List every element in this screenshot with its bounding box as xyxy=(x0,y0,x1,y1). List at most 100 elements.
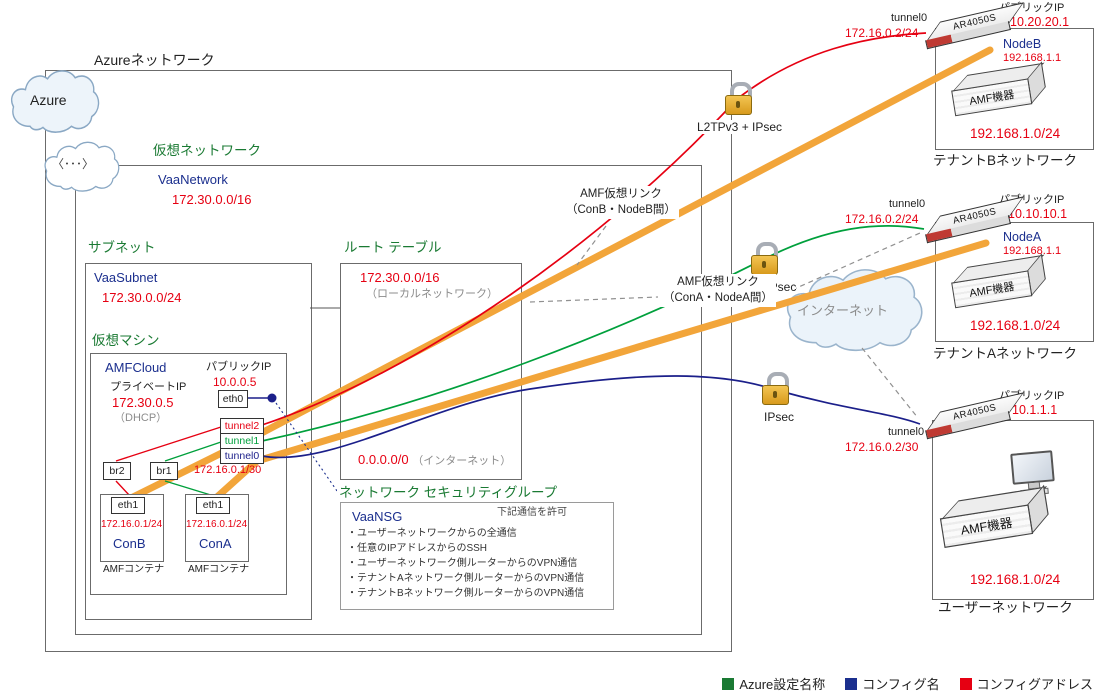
cona-eth1-label: eth1 xyxy=(202,499,224,512)
tenant-b-node-name: NodeB xyxy=(1003,37,1042,51)
nsg-title: ネットワーク セキュリティグループ xyxy=(337,485,560,502)
vpn-label-user: IPsec xyxy=(764,410,795,425)
vm-box xyxy=(90,353,287,595)
legend-label-azure-setting: Azure設定名称 xyxy=(739,677,826,692)
br2-label: br2 xyxy=(109,464,125,477)
tunnel-address: 172.16.0.1/30 xyxy=(194,464,262,476)
tenant-a-public-ip: 10.10.10.1 xyxy=(1008,207,1068,221)
cona-eth1-port: eth1 xyxy=(196,497,230,514)
user-tunnel-address: 172.16.0.2/30 xyxy=(845,440,919,454)
vm-dhcp-note: （DHCP） xyxy=(114,412,168,424)
tunnel0-label: tunnel0 xyxy=(224,449,260,462)
tenant-a-device-label: AMF機器 xyxy=(968,280,1016,300)
eth0-port: eth0 xyxy=(218,390,248,408)
legend-item-config-address: コンフィグアドレス xyxy=(959,674,1093,693)
legend-item-config-name: コンフィグ名 xyxy=(845,674,940,693)
vm-title: 仮想マシン xyxy=(92,333,160,348)
eth0-label: eth0 xyxy=(222,392,244,405)
subnet-address: 172.30.0.0/24 xyxy=(102,290,182,305)
nsg-rule-5: ・テナントBネットワーク側ルーターからのVPN通信 xyxy=(347,588,585,599)
conb-eth1-label: eth1 xyxy=(117,499,139,512)
tenant-a-tunnel-address: 172.16.0.2/24 xyxy=(845,212,919,226)
tenant-a-node-ip: 192.168.1.1 xyxy=(1003,245,1062,257)
nsg-permit-note: 下記通信を許可 xyxy=(497,507,567,518)
tenant-a-node-name: NodeA xyxy=(1003,230,1042,244)
virtual-network-box xyxy=(75,165,702,635)
tenant-a-lan: 192.168.1.0/24 xyxy=(970,318,1061,333)
vnet-title: 仮想ネットワーク xyxy=(153,143,261,158)
user-device-label: AMF機器 xyxy=(959,516,1014,539)
lock-icon-l2tpv3-ipsec xyxy=(725,82,752,115)
cona-address: 172.16.0.1/24 xyxy=(186,519,248,530)
br2-bridge: br2 xyxy=(103,462,131,480)
azure-network-box xyxy=(45,70,732,652)
subnet-title: サブネット xyxy=(88,240,156,255)
nsg-rule-1: ・ユーザーネットワークからの全通信 xyxy=(347,528,517,539)
public-ip-dot xyxy=(267,393,277,403)
tenant-b-lan: 192.168.1.0/24 xyxy=(970,126,1061,141)
user-tunnel-label: tunnel0 xyxy=(888,426,925,438)
nsg-name: VaaNSG xyxy=(352,509,403,524)
route-local-note: （ローカルネットワーク） xyxy=(366,288,498,300)
legend: Azure設定名称 コンフィグ名 コンフィグアドレス xyxy=(722,674,1093,693)
vnet-name: VaaNetwork xyxy=(158,172,228,187)
vm-public-ip-label: パブリックIP xyxy=(206,361,272,373)
route-table-box xyxy=(340,263,522,480)
lock-body xyxy=(725,95,752,115)
virtual-link-a-line2: （ConA・NodeA間） xyxy=(663,291,773,304)
route-default-address: 0.0.0.0/0 xyxy=(358,452,409,467)
azure-cloud-label: Azure xyxy=(30,92,67,108)
tenant-b-node-ip: 192.168.1.1 xyxy=(1003,52,1062,64)
lock-shackle xyxy=(767,372,789,391)
legend-swatch-green xyxy=(722,677,735,690)
lock-icon-ipsec-a xyxy=(751,242,778,275)
internet-label: インターネット xyxy=(797,303,889,318)
dashed-vlink-a-pointer xyxy=(529,296,659,303)
lock-icon-ipsec-user xyxy=(762,372,789,405)
tenant-b-title: テナントBネットワーク xyxy=(933,153,1078,168)
cona-bridge-links xyxy=(164,441,222,497)
tenant-b-tunnel-label: tunnel0 xyxy=(891,12,928,24)
azure-network-title: Azureネットワーク xyxy=(94,52,215,68)
cona-name: ConA xyxy=(199,536,232,551)
virtual-link-b-line2: （ConB・NodeB間） xyxy=(566,203,676,216)
legend-item-azure-setting: Azure設定名称 xyxy=(722,674,825,693)
vpn-line-user-network xyxy=(261,375,921,459)
nsg-box xyxy=(340,502,614,610)
br1-bridge: br1 xyxy=(150,462,178,480)
conb-eth1-port: eth1 xyxy=(111,497,145,514)
lock-shackle xyxy=(730,82,752,101)
lock-body xyxy=(762,385,789,405)
legend-swatch-red xyxy=(959,677,972,690)
tenant-a-box xyxy=(935,222,1094,342)
tunnel2-port: tunnel2 xyxy=(220,418,264,434)
tenant-b-public-ip: 10.20.20.1 xyxy=(1010,15,1070,29)
route-table-title: ルート テーブル xyxy=(344,240,442,255)
br1-label: br1 xyxy=(156,464,172,477)
conb-bridge-links xyxy=(115,426,222,497)
route-local-address: 172.30.0.0/16 xyxy=(360,270,440,285)
vpn-line-tenant-b xyxy=(261,32,927,426)
virtual-link-label-a: AMF仮想リンク （ConA・NodeA間） xyxy=(660,274,776,308)
vnet-address: 172.30.0.0/16 xyxy=(172,192,252,207)
vm-name: AMFCloud xyxy=(105,360,167,375)
vnet-cloud-glyph: 〈･･･〉 xyxy=(52,157,95,171)
lock-body xyxy=(751,255,778,275)
vm-private-ip: 172.30.0.5 xyxy=(112,395,174,410)
tunnel0-port: tunnel0 xyxy=(220,448,264,464)
conb-name: ConB xyxy=(113,536,146,551)
cona-caption: AMFコンテナ xyxy=(188,564,250,575)
amf-virtual-link-cona-nodea xyxy=(213,239,990,501)
user-network-title: ユーザーネットワーク xyxy=(938,600,1073,615)
vm-public-ip: 10.0.0.5 xyxy=(213,375,257,389)
tenant-b-box xyxy=(935,28,1094,150)
dashed-cloud-to-user-router xyxy=(861,347,919,419)
user-network-box xyxy=(932,420,1094,600)
conb-address: 172.16.0.1/24 xyxy=(101,519,163,530)
nsg-rule-4: ・テナントAネットワーク側ルーターからのVPN通信 xyxy=(347,573,585,584)
monitor-screen xyxy=(1010,450,1055,485)
tenant-a-title: テナントAネットワーク xyxy=(933,346,1078,361)
route-default: 0.0.0.0/0 （インターネット） xyxy=(358,452,511,468)
vm-private-ip-label: プライベートIP xyxy=(110,381,187,393)
